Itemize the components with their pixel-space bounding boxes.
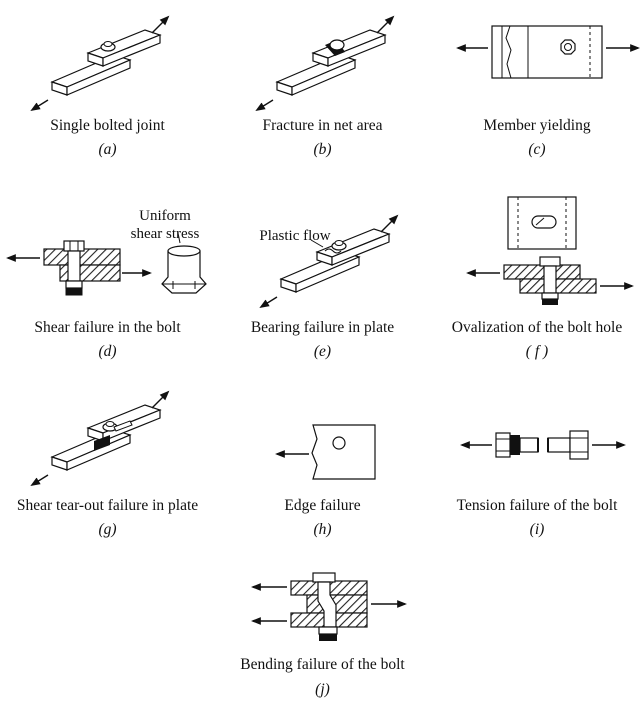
caption-b: Fracture in net area: [262, 117, 383, 134]
panel-bending-failure-bolt: Bending failure of the bolt (j): [215, 555, 430, 710]
panel-fracture-net-area: Fracture in net area (b): [215, 0, 430, 170]
caption-c: Member yielding: [483, 117, 591, 134]
shear-failure-bolt-drawing: [6, 232, 207, 296]
label-a: (a): [98, 141, 117, 158]
panel-shear-tear-out: Shear tear-out failure in plate (g): [0, 375, 215, 540]
fracture-net-area-drawing: [255, 15, 395, 112]
label-c: (c): [528, 141, 546, 158]
panel-ovalization-bolt-hole: Ovalization of the bolt hole ( f ): [430, 185, 644, 365]
bending-failure-bolt-drawing: [251, 572, 407, 641]
member-yielding-drawing: [456, 25, 640, 79]
caption-d: Shear failure in the bolt: [34, 319, 181, 336]
caption-e: Bearing failure in plate: [250, 319, 395, 336]
caption-i: Tension failure of the bolt: [456, 497, 618, 514]
shear-tear-out-drawing: [30, 390, 170, 487]
single-bolted-joint-drawing: [30, 15, 170, 112]
note-plastic-flow-text: Plastic flow: [259, 228, 331, 244]
label-h: (h): [313, 521, 332, 538]
note-uniform-shear-stress: Uniform shear stress: [120, 207, 210, 243]
edge-failure-drawing: [275, 424, 376, 480]
note-plastic-flow: Plastic flow: [245, 227, 345, 245]
ovalization-bolt-hole-drawing: [466, 196, 634, 305]
caption-a: Single bolted joint: [50, 117, 165, 134]
caption-h: Edge failure: [284, 497, 361, 514]
label-g: (g): [98, 521, 117, 538]
bearing-failure-plate-drawing: [259, 214, 399, 309]
label-f: ( f ): [525, 343, 549, 360]
tension-failure-bolt-drawing: [460, 430, 626, 460]
label-d: (d): [98, 343, 117, 360]
caption-g: Shear tear-out failure in plate: [16, 497, 199, 514]
note-uniform: Uniform: [139, 208, 191, 224]
panel-tension-failure-bolt: Tension failure of the bolt (i): [430, 375, 644, 540]
label-i: (i): [529, 521, 545, 538]
panel-bearing-failure-plate: Plastic flow Bearing failure in plate (e…: [215, 185, 430, 365]
note-shear-stress: shear stress: [130, 226, 200, 242]
label-b: (b): [313, 141, 332, 158]
caption-j: Bending failure of the bolt: [240, 656, 405, 673]
panel-single-bolted-joint: Single bolted joint (a): [0, 0, 215, 170]
panel-shear-failure-bolt: Uniform shear stress Shear failure in th…: [0, 185, 215, 365]
caption-f: Ovalization of the bolt hole: [451, 319, 623, 336]
label-e: (e): [313, 343, 332, 360]
panel-member-yielding: Member yielding (c): [430, 0, 644, 170]
panel-edge-failure: Edge failure (h): [215, 375, 430, 540]
label-j: (j): [315, 681, 330, 698]
